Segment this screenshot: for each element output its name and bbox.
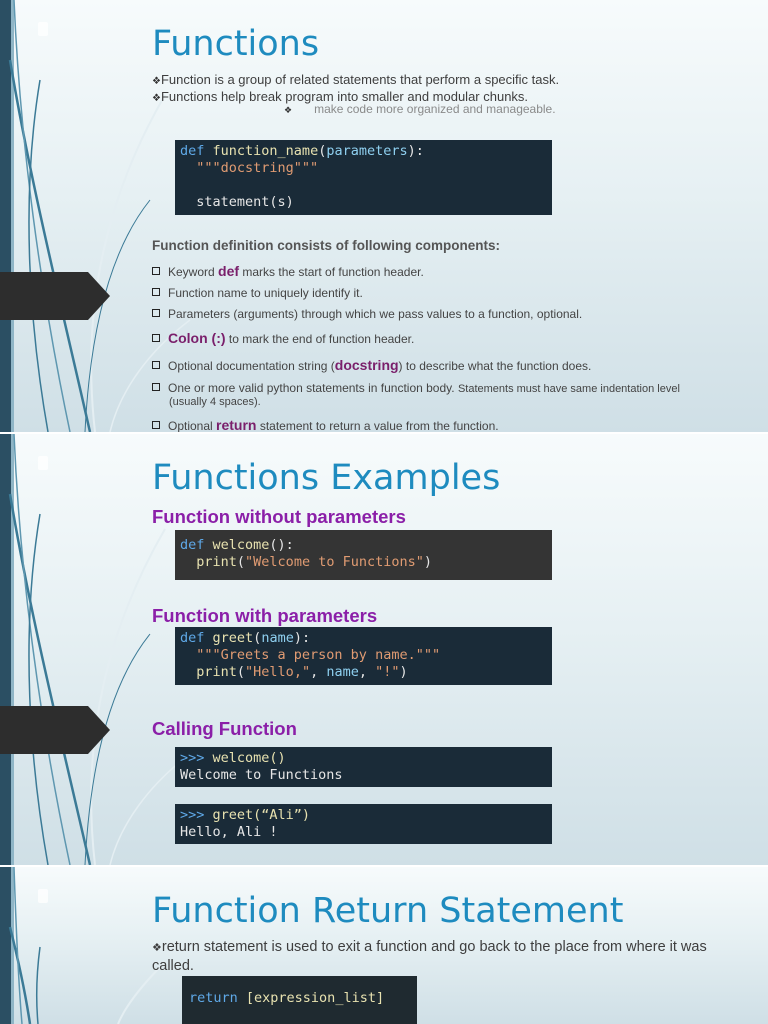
code-block-return-syntax: return [expression_list]: [182, 976, 417, 1024]
checkbox-bullet-icon: [152, 421, 160, 429]
checkbox-bullet-icon: [152, 267, 160, 275]
bullet-text: return statement is used to exit a funct…: [152, 939, 707, 974]
code-line: >>> greet(“Ali”): [180, 807, 311, 823]
slide-left-bar: [0, 867, 11, 1024]
slide-functions-examples: Functions Examples Function without para…: [0, 434, 768, 865]
diamond-bullet-icon: ❖: [152, 93, 161, 104]
component-item: Optional documentation string (docstring…: [152, 357, 591, 373]
code-line: >>> welcome(): [180, 750, 286, 766]
checkbox-bullet-icon: [152, 334, 160, 342]
code-line: print("Welcome to Functions"): [180, 554, 432, 570]
slide-title: Function Return Statement: [152, 891, 624, 931]
heading-function-without-parameters: Function without parameters: [152, 506, 406, 527]
component-item: Function name to uniquely identify it.: [152, 286, 363, 300]
decorative-swirls: [8, 434, 191, 865]
sub-bullet-text: make code more organized and manageable.: [314, 102, 556, 116]
component-item: Keyword def marks the start of function …: [152, 263, 424, 279]
arrow-tab-decoration: [0, 706, 110, 754]
checkbox-bullet-icon: [152, 288, 160, 296]
slide-left-accent: [11, 867, 14, 1024]
slide-title: Functions: [152, 24, 320, 64]
code-block-greet: def greet(name): """Greets a person by n…: [175, 627, 552, 685]
code-line: statement(s): [180, 194, 294, 210]
code-line: def function_name(parameters):: [180, 143, 424, 159]
checkbox-bullet-icon: [152, 309, 160, 317]
decorative-swirls: [8, 867, 166, 1024]
code-block-call-greet: >>> greet(“Ali”)Hello, Ali !: [175, 804, 552, 844]
bullet-text: Function is a group of related statement…: [160, 72, 560, 87]
code-block-welcome: def welcome(): print("Welcome to Functio…: [175, 530, 552, 580]
code-line: def welcome():: [180, 537, 294, 553]
code-line: """Greets a person by name.""": [180, 647, 441, 663]
slide-functions: Functions ❖Function is a group of relate…: [0, 0, 768, 432]
slide-corner-mark: [38, 22, 48, 36]
component-item: One or more valid python statements in f…: [152, 381, 680, 395]
checkbox-bullet-icon: [152, 361, 160, 369]
checkbox-bullet-icon: [152, 383, 160, 391]
code-line: """docstring""": [180, 160, 319, 176]
diamond-bullet-icon: ❖: [152, 942, 162, 954]
component-item-continued: (usually 4 spaces).: [169, 396, 261, 408]
heading-calling-function: Calling Function: [152, 718, 297, 739]
code-line: return [expression_list]: [189, 990, 385, 1006]
slide-left-bar: [0, 434, 11, 865]
slide-function-return-statement: Function Return Statement ❖return statem…: [0, 867, 768, 1024]
code-block-syntax: def function_name(parameters): """docstr…: [175, 140, 552, 215]
bullet-item: ❖Functions help break program into small…: [152, 89, 528, 104]
code-output: Welcome to Functions: [180, 767, 343, 783]
components-heading: Function definition consists of followin…: [152, 238, 500, 253]
slide-left-accent: [11, 434, 14, 865]
heading-function-with-parameters: Function with parameters: [152, 605, 378, 626]
slide-left-bar: [0, 0, 11, 432]
code-line: def greet(name):: [180, 630, 311, 646]
code-output: Hello, Ali !: [180, 824, 278, 840]
bullet-text: Functions help break program into smalle…: [160, 89, 529, 104]
diamond-bullet-icon: ❖: [284, 105, 293, 115]
arrow-tab-decoration: [0, 272, 110, 320]
slide-title: Functions Examples: [152, 458, 501, 498]
diamond-bullet-icon: ❖: [152, 76, 161, 87]
slide-corner-mark: [38, 456, 48, 470]
slide-left-accent: [11, 0, 14, 432]
slide-corner-mark: [38, 889, 48, 903]
code-line: print("Hello,", name, "!"): [180, 664, 408, 680]
sub-bullet-item: ❖ make code more organized and manageable…: [284, 102, 556, 116]
component-item: Parameters (arguments) through which we …: [152, 307, 582, 321]
bullet-item: ❖Function is a group of related statemen…: [152, 72, 559, 87]
code-line-blank: [180, 177, 547, 194]
component-item: Optional return statement to return a va…: [152, 417, 499, 432]
code-block-call-welcome: >>> welcome()Welcome to Functions: [175, 747, 552, 787]
component-item: Colon (:) to mark the end of function he…: [152, 330, 414, 346]
bullet-item: ❖return statement is used to exit a func…: [152, 938, 712, 975]
